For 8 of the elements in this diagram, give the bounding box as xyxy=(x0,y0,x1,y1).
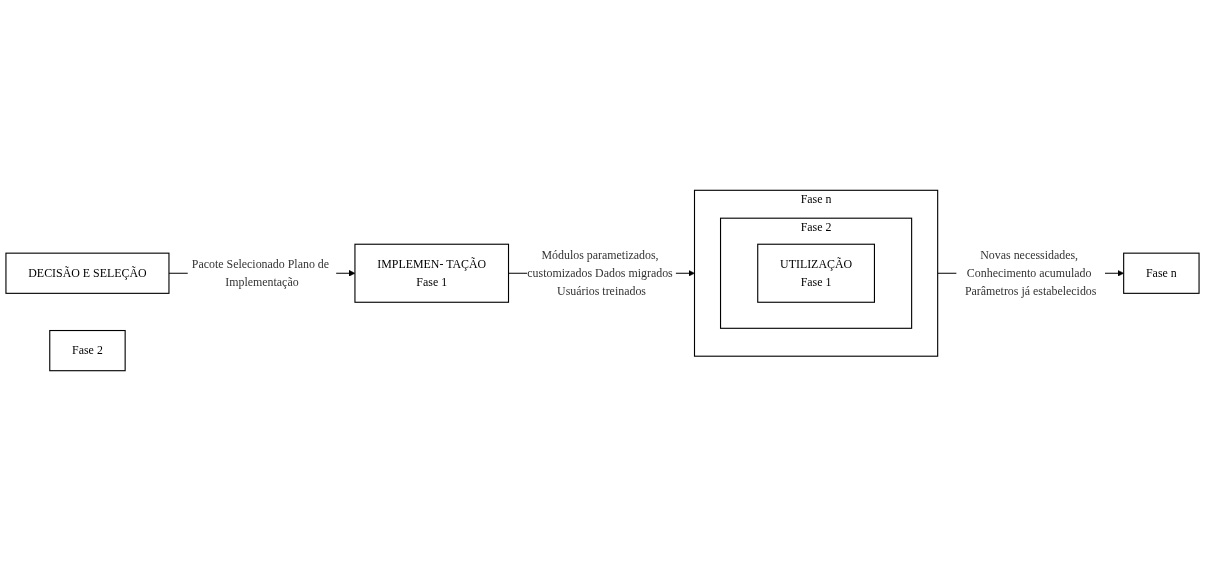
edge-label: Pacote Selecionado Plano de Implementação xyxy=(191,257,330,289)
node-box: Fase 2 xyxy=(49,329,126,372)
edge-label: Novas necessidades, Conhecimento acumulado Parâmetros já estabelecidos xyxy=(964,248,1097,298)
node-box: IMPLEMEN- TAÇÃO Fase 1 xyxy=(354,243,510,303)
node-box: UTILIZAÇÃO Fase 1 xyxy=(757,243,875,303)
node-box: Fase n xyxy=(1123,252,1200,294)
node-box: DECISÃO E SELEÇÃO xyxy=(5,252,170,294)
edge-label: Módulos parametizados, customizados Dados migrados Usuários treinados xyxy=(527,248,673,298)
